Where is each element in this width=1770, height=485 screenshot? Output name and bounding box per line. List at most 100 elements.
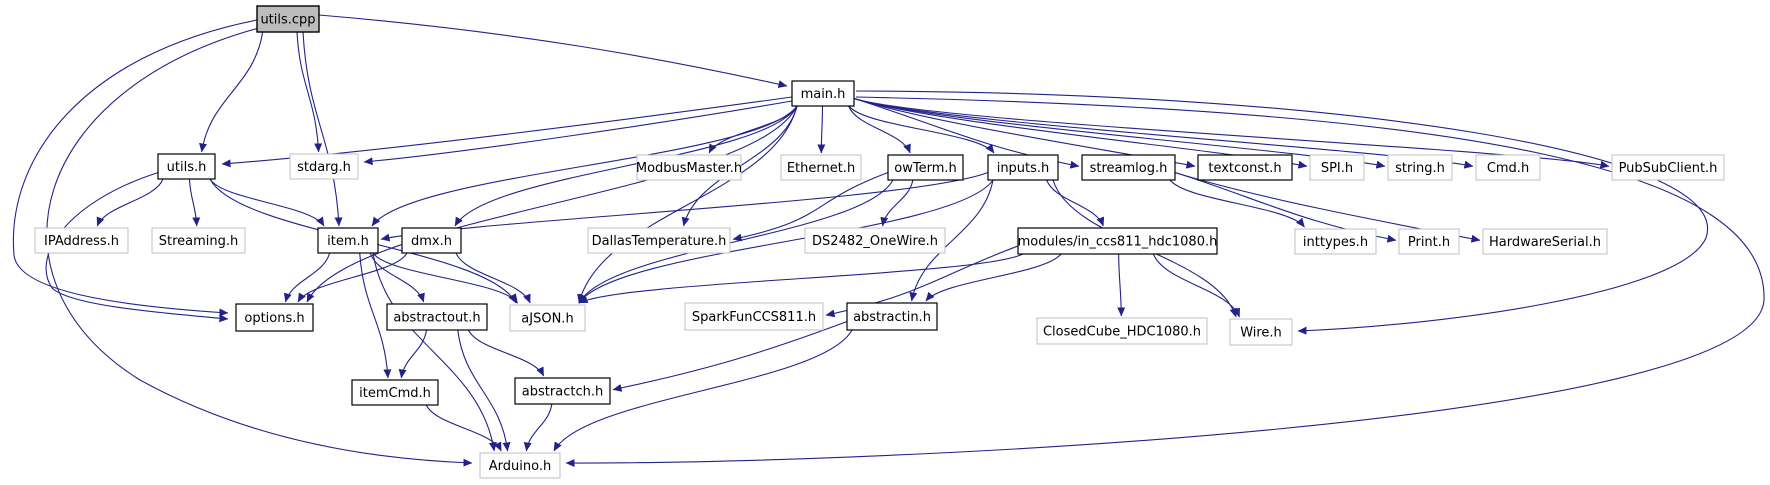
edge-utils.cpp-to-stdarg.h (296, 31, 323, 153)
edge-modules/in_ccs811_hdc1080.h-to-abstractin.h (925, 253, 1062, 302)
edge-main.h-to-Arduino.h (565, 96, 1765, 468)
node-dmx-h[interactable]: dmx.h (401, 227, 462, 254)
node-box (289, 153, 359, 180)
node-label: IPAddress.h (44, 234, 119, 249)
node-ethernet-h[interactable]: Ethernet.h (780, 154, 862, 181)
node-label: utils.h (167, 160, 207, 175)
edge-utils.h-to-item.h (209, 178, 325, 227)
node-box (317, 227, 379, 254)
node-itemcmd-h[interactable]: itemCmd.h (351, 379, 439, 406)
node-item-h[interactable]: item.h (317, 227, 379, 254)
node-label: inputs.h (997, 161, 1050, 176)
node-streaming-h[interactable]: Streaming.h (151, 227, 246, 254)
node-box (1294, 228, 1377, 255)
node-box (509, 304, 586, 332)
node-options-h[interactable]: options.h (235, 303, 314, 332)
edge-main.h-to-aJSON.h (577, 105, 798, 304)
node-label: modules/in_ccs811_hdc1080.h (1018, 235, 1218, 250)
node-box (1309, 154, 1365, 181)
node-hardwareserial-h[interactable]: HardwareSerial.h (1482, 228, 1608, 255)
node-label: textconst.h (1208, 161, 1281, 176)
node-label: options.h (244, 311, 304, 326)
node-sparkfunccs811-h[interactable]: SparkFunCCS811.h (684, 302, 824, 331)
edge-main.h-to-options.h (306, 105, 798, 303)
node-inputs-h[interactable]: inputs.h (987, 154, 1059, 181)
edge-modules/in_ccs811_hdc1080.h-to-ClosedCube_HDC1080.h (1117, 253, 1126, 317)
edge-utils.h-to-Streaming.h (188, 178, 201, 227)
node-inttypes-h[interactable]: inttypes.h (1294, 228, 1377, 255)
node-label: item.h (327, 234, 369, 249)
node-modbusmaster-h[interactable]: ModbusMaster.h (636, 154, 742, 181)
node-box (386, 303, 488, 331)
node-owterm-h[interactable]: owTerm.h (887, 154, 964, 181)
edge-dmx.h-to-options.h (297, 252, 408, 303)
node-spi-h[interactable]: SPI.h (1309, 154, 1365, 181)
edge-utils.cpp-to-main.h (318, 14, 788, 89)
node-box (151, 227, 246, 254)
edge-main.h-to-dmx.h (454, 105, 798, 227)
node-abstractout-h[interactable]: abstractout.h (386, 303, 488, 331)
node-label: DS2482_OneWire.h (812, 234, 938, 249)
edge-utils.h-to-options.h (45, 171, 229, 323)
node-utils-h[interactable]: utils.h (157, 153, 216, 180)
node-box (791, 80, 855, 107)
edge-streamlog.h-to-inttypes.h (1169, 179, 1305, 228)
node-box (1229, 318, 1293, 346)
node-label: inttypes.h (1303, 235, 1368, 250)
node-label: ModbusMaster.h (636, 161, 742, 176)
node-box (987, 154, 1059, 181)
node-box (1387, 154, 1453, 181)
edge-dmx.h-to-aJSON.h (455, 252, 531, 304)
node-print-h[interactable]: Print.h (1398, 228, 1460, 255)
node-dallastemperature-h[interactable]: DallasTemperature.h (587, 227, 731, 254)
node-string-h[interactable]: string.h (1387, 154, 1453, 181)
node-cmd-h[interactable]: Cmd.h (1475, 154, 1541, 181)
node-label: streamlog.h (1090, 161, 1168, 176)
edge-item.h-to-aJSON.h (372, 252, 519, 304)
node-stdarg-h[interactable]: stdarg.h (289, 153, 359, 180)
edge-item.h-to-itemCmd.h (359, 252, 392, 379)
node-label: abstractout.h (393, 311, 480, 326)
node-streamlog-h[interactable]: streamlog.h (1081, 154, 1176, 181)
edge-utils.cpp-to-Arduino.h (46, 27, 473, 467)
node-main-h[interactable]: main.h (791, 80, 855, 107)
edge-main.h-to-inputs.h (848, 105, 995, 154)
node-label: ClosedCube_HDC1080.h (1043, 325, 1201, 340)
edge-main.h-to-Ethernet.h (817, 105, 826, 154)
node-closedcube-hdc1080-h[interactable]: ClosedCube_HDC1080.h (1036, 317, 1208, 345)
node-abstractch-h[interactable]: abstractch.h (514, 377, 611, 405)
node-label: Cmd.h (1487, 161, 1529, 176)
node-box (1036, 317, 1208, 345)
node-utils-cpp[interactable]: utils.cpp (256, 5, 320, 33)
node-box (1611, 154, 1725, 181)
node-box (636, 154, 742, 181)
node-ajson-h[interactable]: aJSON.h (509, 304, 586, 332)
node-label: SparkFunCCS811.h (692, 310, 816, 325)
edge-main.h-to-owTerm.h (848, 105, 911, 154)
edge-inputs.h-to-aJSON.h (578, 179, 994, 304)
node-box (235, 303, 314, 332)
edge-abstractin.h-to-Arduino.h (553, 329, 853, 452)
node-modules-in-ccs811-hdc1080-h[interactable]: modules/in_ccs811_hdc1080.h (1017, 227, 1218, 255)
node-label: SPI.h (1321, 161, 1353, 176)
node-ipaddress-h[interactable]: IPAddress.h (34, 227, 129, 254)
node-box (1482, 228, 1608, 255)
node-abstractin-h[interactable]: abstractin.h (846, 302, 938, 331)
node-label: HardwareSerial.h (1489, 235, 1601, 250)
node-pubsubclient-h[interactable]: PubSubClient.h (1611, 154, 1725, 181)
node-label: stdarg.h (297, 160, 351, 175)
edge-modules/in_ccs811_hdc1080.h-to-aJSON.h (578, 253, 1024, 304)
node-label: DallasTemperature.h (592, 234, 727, 249)
node-wire-h[interactable]: Wire.h (1229, 318, 1293, 346)
node-textconst-h[interactable]: textconst.h (1197, 154, 1293, 181)
edge-utils.cpp-to-item.h (302, 31, 343, 227)
edge-main.h-to-item.h (371, 105, 798, 227)
node-label: string.h (1395, 161, 1445, 176)
edge-main.h-to-PubSubClient.h (853, 97, 1610, 169)
node-ds2482-onewire-h[interactable]: DS2482_OneWire.h (804, 227, 946, 254)
node-label: Ethernet.h (787, 161, 855, 176)
edge-abstractout.h-to-Arduino.h (457, 329, 511, 452)
node-arduino-h[interactable]: Arduino.h (479, 452, 561, 479)
node-label: Wire.h (1240, 326, 1282, 341)
edge-utils.cpp-to-options.h (12, 19, 258, 317)
